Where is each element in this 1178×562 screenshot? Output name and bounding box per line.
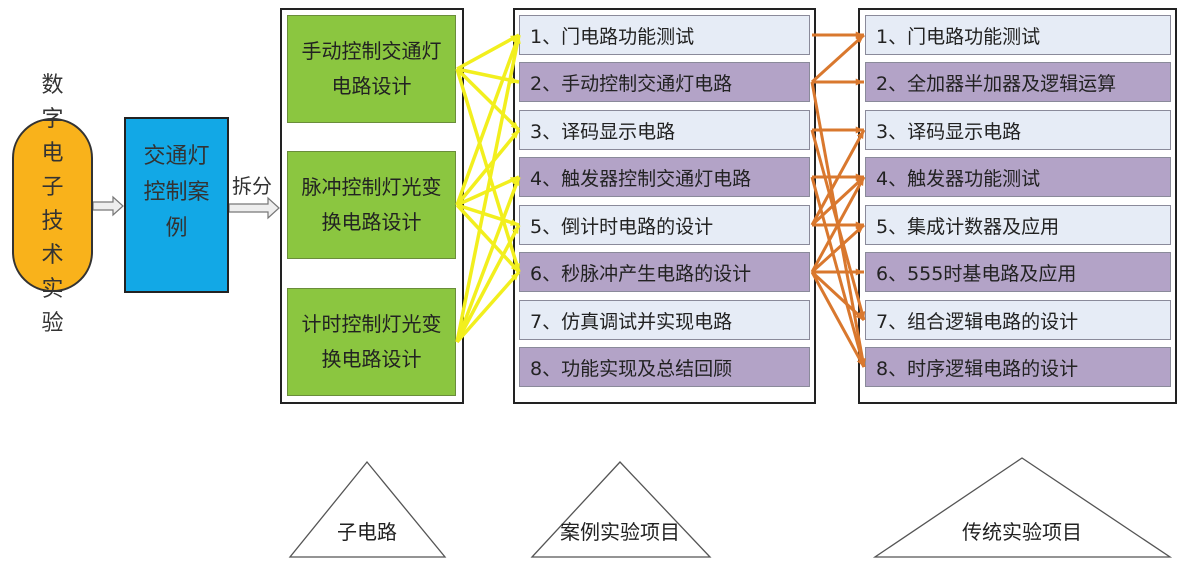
root-label: 数字电子技术实验 — [41, 73, 64, 336]
subcircuit-to-case-link — [455, 34, 521, 343]
arrowhead-icon — [513, 35, 521, 44]
case-node: 交通灯控制案例 — [124, 117, 229, 293]
arrowhead-icon — [855, 173, 864, 181]
root-node: 数字电子技术实验 — [12, 73, 93, 336]
arrowhead-icon — [855, 78, 864, 86]
arrowhead-icon — [858, 358, 866, 367]
subcircuit-timer: 计时控制灯光变换电路设计 — [287, 288, 456, 396]
subcircuit-to-case-link — [455, 34, 521, 206]
triangle-label-subcircuit: 子电路 — [337, 520, 397, 544]
arrowhead-icon — [855, 268, 864, 276]
case-label: 交通灯控制案例 — [143, 144, 210, 241]
arrowhead-icon — [856, 177, 864, 186]
arrowhead-icon — [855, 35, 864, 44]
arrowhead-icon — [855, 225, 864, 234]
case-to-traditional-link — [810, 271, 866, 368]
arrowhead-icon — [856, 130, 864, 139]
case-project-item: 2、手动控制交通灯电路 — [519, 62, 810, 102]
triangle-label-traditional-projects: 传统实验项目 — [962, 520, 1082, 544]
arrowhead-icon — [855, 126, 864, 134]
arrowhead-icon — [855, 31, 864, 39]
traditional-project-item: 1、门电路功能测试 — [865, 15, 1171, 55]
case-project-item: 1、门电路功能测试 — [519, 15, 810, 55]
subcircuit-to-case-link — [456, 203, 520, 227]
subcircuit-pulse: 脉冲控制灯光变换电路设计 — [287, 151, 456, 259]
triangle-subcircuit — [288, 460, 447, 558]
arrowhead-icon — [510, 263, 519, 272]
case-to-traditional-link — [810, 176, 866, 368]
arrowhead-icon — [511, 130, 519, 139]
subcircuit-to-case-link — [456, 33, 520, 71]
subcircuit-to-case-link — [455, 68, 521, 273]
subcircuit-to-case-link — [455, 224, 521, 343]
arrowhead-icon — [855, 311, 864, 320]
traditional-project-item: 2、全加器半加器及逻辑运算 — [865, 62, 1171, 102]
arrow-root-to-case — [92, 195, 124, 217]
triangle-traditional-projects — [872, 457, 1173, 558]
case-to-traditional-link — [810, 270, 866, 322]
subcircuit-to-case-link — [455, 176, 521, 343]
traditional-project-item: 6、555时基电路及应用 — [865, 252, 1171, 292]
traditional-project-item: 5、集成计数器及应用 — [865, 205, 1171, 245]
case-to-traditional-link — [810, 33, 866, 84]
traditional-project-item: 4、触发器功能测试 — [865, 157, 1171, 197]
arrowhead-icon — [510, 76, 519, 84]
arrowhead-icon — [512, 225, 519, 234]
traditional-project-item: 3、译码显示电路 — [865, 110, 1171, 150]
traditional-project-item: 7、组合逻辑电路的设计 — [865, 300, 1171, 340]
arrowhead-icon — [510, 272, 519, 281]
case-to-traditional-link — [810, 175, 866, 227]
case-to-traditional-link — [810, 223, 866, 274]
triangle-case-projects — [530, 461, 712, 558]
subcircuit-to-case-link — [455, 270, 521, 344]
triangle-label-case-projects: 案例实验项目 — [560, 520, 680, 544]
split-label: 拆分 — [232, 174, 272, 198]
arrow-case-to-subcircuits — [228, 196, 280, 220]
traditional-project-item: 8、时序逻辑电路的设计 — [865, 347, 1171, 387]
arrowhead-icon — [510, 121, 519, 130]
subcircuit-manual: 手动控制交通灯电路设计 — [287, 15, 456, 123]
case-project-item: 7、仿真调试并实现电路 — [519, 300, 810, 340]
arrowhead-icon — [855, 221, 864, 229]
subcircuit-to-case-link — [455, 203, 521, 274]
case-project-item: 4、触发器控制交通灯电路 — [519, 157, 810, 197]
subcircuit-to-case-link — [455, 128, 521, 207]
case-project-item: 3、译码显示电路 — [519, 110, 810, 150]
arrowhead-icon — [510, 219, 519, 226]
case-project-item: 5、倒计时电路的设计 — [519, 205, 810, 245]
arrowhead-icon — [512, 177, 520, 186]
case-project-item: 8、功能实现及总结回顾 — [519, 347, 810, 387]
case-to-traditional-link — [810, 176, 866, 273]
subcircuit-to-case-link — [455, 67, 521, 132]
case-project-item: 6、秒脉冲产生电路的设计 — [519, 252, 810, 292]
